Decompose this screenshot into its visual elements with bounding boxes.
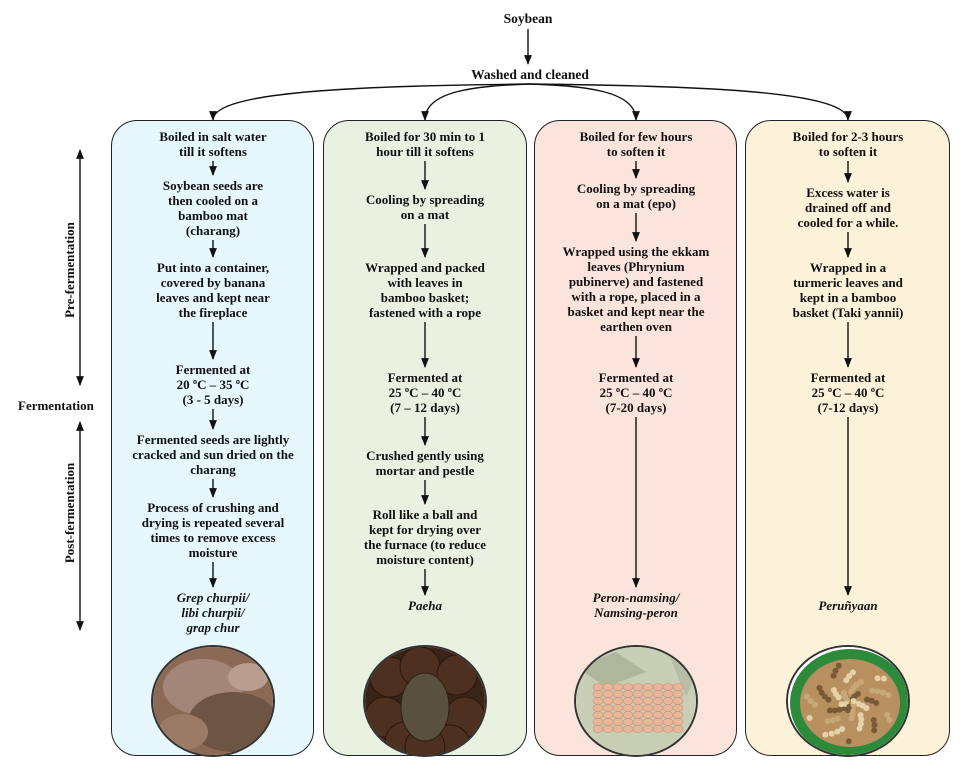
col4-step2-line: Excess water is xyxy=(806,185,890,200)
col2-step6-line: kept for drying over xyxy=(368,522,482,537)
col1-step3-line: leaves and kept near xyxy=(156,290,270,305)
col3-product-name: Peron-namsing/ xyxy=(592,590,680,605)
col1-step5-line: cracked and sun dried on the xyxy=(132,447,294,462)
product-photo-3 xyxy=(574,645,698,757)
col3-step3-line: basket and kept near the xyxy=(567,304,705,319)
col2-step3-line: with leaves in xyxy=(387,275,463,290)
col4-step3-line: Wrapped in a xyxy=(809,260,887,275)
col4-step3-line: kept in a bamboo xyxy=(799,290,897,305)
product-photo-2 xyxy=(363,645,487,757)
branch-arrow-1 xyxy=(209,83,531,121)
col2-step5-line: mortar and pestle xyxy=(375,463,475,478)
pre-fermentation-label: Pre-fermentation xyxy=(62,222,77,318)
col2-step3-line: bamboo basket; xyxy=(380,290,470,305)
col2-step3-line: fastened with a rope xyxy=(368,305,482,320)
col3-step3-line: earthen oven xyxy=(600,319,672,334)
col4-step1-line: Boiled for 2-3 hours xyxy=(792,129,904,144)
col3-product-name: Namsing-peron xyxy=(594,605,678,620)
col2-step4-line: (7 – 12 days) xyxy=(390,400,460,415)
col3-step3-line: Wrapped using the ekkam xyxy=(562,244,710,259)
col3-step3-line: leaves (Phrynium xyxy=(587,259,685,274)
col2-step2-line: on a mat xyxy=(400,207,450,222)
col1-step3-line: the fireplace xyxy=(178,305,248,320)
col1-step6-line: Process of crushing and xyxy=(147,500,279,515)
product-photo-1 xyxy=(151,645,275,757)
col2-step6-line: Roll like a ball and xyxy=(372,507,478,522)
col4-step3-line: basket (Taki yannii) xyxy=(792,305,904,320)
col2-product-name: Paeha xyxy=(408,598,442,613)
col4-step2-line: cooled for a while. xyxy=(797,215,899,230)
product-photo-4 xyxy=(786,645,910,757)
col1-step6-line: moisture xyxy=(188,545,238,560)
col4-product-name: Peruñyaan xyxy=(818,598,878,613)
branch-arrow-3 xyxy=(529,83,640,121)
col1-step3-line: covered by banana xyxy=(160,275,266,290)
col1-step2-line: (charang) xyxy=(185,223,241,238)
col1-step6-line: drying is repeated several xyxy=(141,515,285,530)
col1-step2-line: bamboo mat xyxy=(178,208,248,223)
col3-step4-line: Fermented at xyxy=(598,370,674,385)
col2-step5-line: Crushed gently using xyxy=(366,448,484,463)
col1-step3-line: Put into a container, xyxy=(156,260,270,275)
col1-product-name: libi churpii/ xyxy=(181,605,245,620)
col3-step2-line: on a mat (epo) xyxy=(596,196,676,211)
fermentation-label: Fermentation xyxy=(18,398,94,413)
col2-step1-line: Boiled for 30 min to 1 xyxy=(364,129,486,144)
branch-arrow-2 xyxy=(421,83,531,121)
soybean-node: Soybean xyxy=(503,11,553,26)
col1-step2-line: Soybean seeds are xyxy=(162,178,264,193)
col1-step5-line: Fermented seeds are lightly xyxy=(136,432,290,447)
col4-step1-line: to soften it xyxy=(818,144,878,159)
col3-step3-line: with a rope, placed in a xyxy=(571,289,701,304)
col2-step3-line: Wrapped and packed xyxy=(365,260,485,275)
post-fermentation-label: Post-fermentation xyxy=(62,462,77,564)
col1-step4-line: 20 ºC – 35 ºC xyxy=(176,377,250,392)
col4-step4-line: Fermented at xyxy=(810,370,886,385)
col1-step6-line: times to remove excess xyxy=(150,530,276,545)
col2-step2-line: Cooling by spreading xyxy=(365,192,485,207)
col3-step3-line: pubinerve) and fastened xyxy=(568,274,704,289)
col1-product-name: Grep churpii/ xyxy=(176,590,250,605)
col2-step1-line: hour till it softens xyxy=(376,144,474,159)
col4-step2-line: drained off and xyxy=(805,200,891,215)
col3-step1-line: to soften it xyxy=(606,144,666,159)
washed-node: Washed and cleaned xyxy=(471,67,589,82)
col1-step5-line: charang xyxy=(190,462,236,477)
col2-step4-line: 25 ºC – 40 ºC xyxy=(388,385,462,400)
col3-step2-line: Cooling by spreading xyxy=(576,181,696,196)
col2-step4-line: Fermented at xyxy=(387,370,463,385)
col1-step2-line: then cooled on a xyxy=(168,193,258,208)
col1-step1-line: till it softens xyxy=(179,144,247,159)
branch-arrow-4 xyxy=(529,83,852,121)
col4-step3-line: turmeric leaves and xyxy=(793,275,903,290)
col1-step4-line: (3 - 5 days) xyxy=(182,392,244,407)
col2-step6-line: the furnace (to reduce xyxy=(363,537,487,552)
col3-step4-line: 25 ºC – 40 ºC xyxy=(599,385,673,400)
col2-step6-line: moisture content) xyxy=(376,552,474,567)
col1-step4-line: Fermented at xyxy=(175,362,251,377)
col3-step4-line: (7-20 days) xyxy=(605,400,667,415)
col1-step1-line: Boiled in salt water xyxy=(159,129,267,144)
col4-step4-line: 25 ºC – 40 ºC xyxy=(811,385,885,400)
col3-step1-line: Boiled for few hours xyxy=(579,129,693,144)
col4-step4-line: (7-12 days) xyxy=(817,400,879,415)
col1-product-name: grap chur xyxy=(186,620,240,635)
